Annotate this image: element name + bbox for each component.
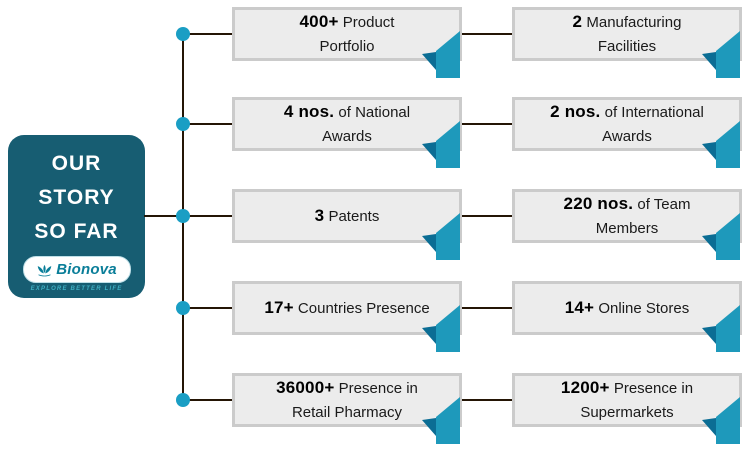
- story-title-line: OUR: [51, 152, 102, 175]
- stat-line: 220 nos. of Team: [563, 193, 691, 213]
- stat-box-national-awards: 4 nos. of National Awards: [232, 97, 462, 168]
- stat-box-countries-presence: 17+ Countries Presence: [232, 281, 462, 352]
- bionova-logo-text: Bionova: [56, 261, 117, 278]
- bionova-logo: Bionova: [22, 256, 131, 283]
- stat-box-product-portfolio: 400+ Product Portfolio: [232, 7, 462, 78]
- connector-line: [462, 123, 512, 125]
- stat-line: 3 Patents: [314, 205, 380, 225]
- connector-line: [462, 215, 512, 217]
- connector-dot: [176, 301, 190, 315]
- stat-box-manufacturing-facilities: 2 Manufacturing Facilities: [512, 7, 742, 78]
- stat-line: Supermarkets: [580, 403, 674, 421]
- stat-line: Awards: [602, 127, 652, 145]
- ribbon-fold-icon: [422, 31, 460, 78]
- connector-dot: [176, 117, 190, 131]
- ribbon-fold-icon: [702, 121, 740, 168]
- story-title-line: SO FAR: [34, 220, 119, 243]
- ribbon-fold-icon: [422, 121, 460, 168]
- stat-line: 2 Manufacturing: [572, 11, 682, 31]
- story-card: OUR STORY SO FAR Bionova EXPLORE BETTER …: [8, 135, 145, 298]
- ribbon-fold-icon: [422, 397, 460, 444]
- stat-line: Members: [595, 219, 659, 237]
- connector-dot: [176, 209, 190, 223]
- ribbon-fold-icon: [702, 305, 740, 352]
- stat-line: 14+ Online Stores: [564, 297, 690, 317]
- story-title-line: STORY: [38, 186, 115, 209]
- connector-line: [462, 33, 512, 35]
- connector-dot: [176, 27, 190, 41]
- ribbon-fold-icon: [422, 305, 460, 352]
- stat-line: 400+ Product: [299, 11, 395, 31]
- stat-line: Portfolio: [319, 37, 375, 55]
- stat-line: Retail Pharmacy: [291, 403, 403, 421]
- connector-dot: [176, 393, 190, 407]
- stat-line: 36000+ Presence in: [276, 377, 418, 397]
- stat-box-team-members: 220 nos. of Team Members: [512, 189, 742, 260]
- connector-line: [183, 399, 232, 401]
- stat-line: Awards: [322, 127, 372, 145]
- stat-line: 17+ Countries Presence: [264, 297, 430, 317]
- connector-line: [183, 215, 232, 217]
- leaf-icon: [36, 263, 53, 277]
- stat-line: 4 nos. of National: [283, 101, 411, 121]
- ribbon-fold-icon: [702, 213, 740, 260]
- stat-box-patents: 3 Patents: [232, 189, 462, 260]
- stat-line: 2 nos. of International: [550, 101, 704, 121]
- ribbon-fold-icon: [702, 31, 740, 78]
- stat-line: 1200+ Presence in: [560, 377, 694, 397]
- stat-box-supermarkets: 1200+ Presence in Supermarkets: [512, 373, 742, 444]
- connector-line: [462, 307, 512, 309]
- stat-box-international-awards: 2 nos. of International Awards: [512, 97, 742, 168]
- connector-line: [462, 399, 512, 401]
- stat-line: Facilities: [597, 37, 657, 55]
- ribbon-fold-icon: [422, 213, 460, 260]
- logo-tagline: EXPLORE BETTER LIFE: [30, 286, 123, 292]
- connector-line-card: [144, 215, 183, 217]
- connector-line: [183, 307, 232, 309]
- connector-line: [183, 123, 232, 125]
- stat-box-online-stores: 14+ Online Stores: [512, 281, 742, 352]
- stat-box-retail-pharmacy: 36000+ Presence in Retail Pharmacy: [232, 373, 462, 444]
- ribbon-fold-icon: [702, 397, 740, 444]
- connector-line: [183, 33, 232, 35]
